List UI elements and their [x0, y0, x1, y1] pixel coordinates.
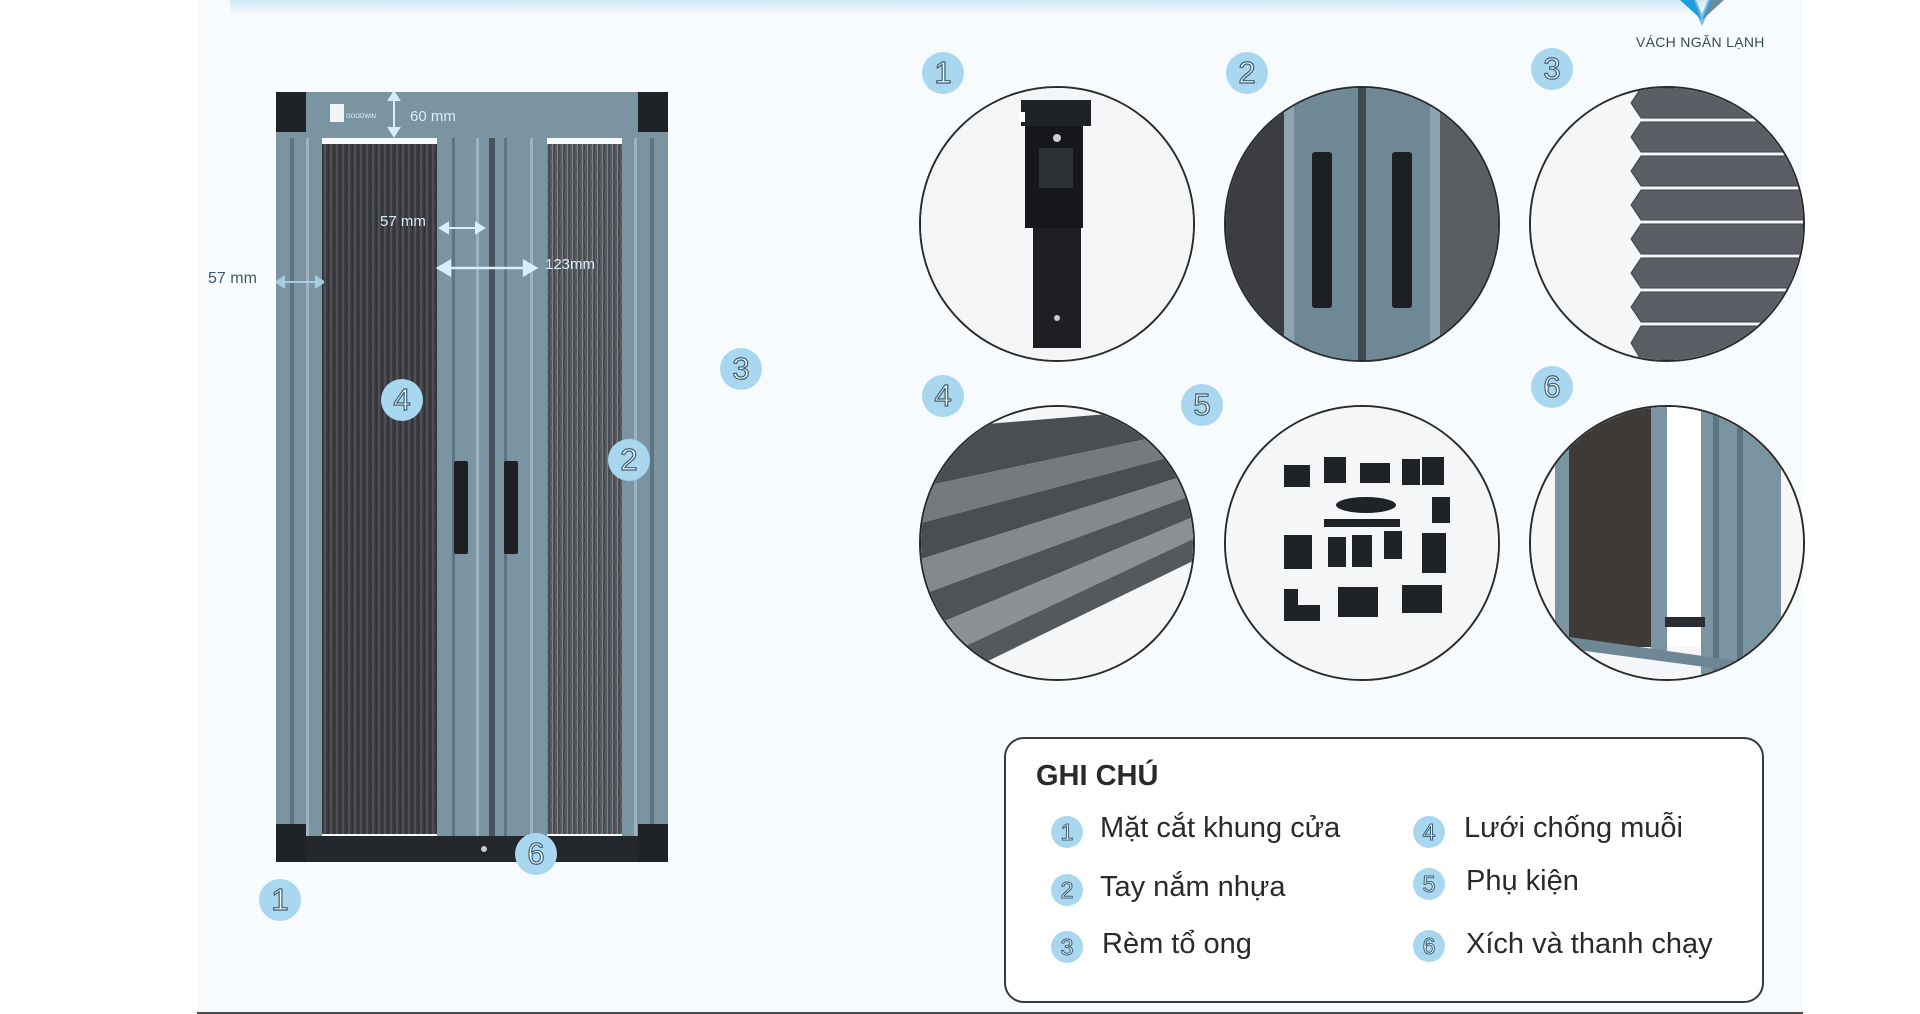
detail-chain-track	[1529, 405, 1805, 681]
frame-profile-icon	[921, 88, 1193, 360]
door-drawing: GOODWIN	[276, 92, 668, 862]
legend-marker-2: 2	[1051, 874, 1083, 906]
door-marker-4: 4	[381, 379, 423, 421]
dim-center-label: 123mm	[545, 256, 596, 273]
door-left-post	[276, 138, 322, 840]
legend-item-1: Mặt cắt khung cửa	[1100, 812, 1341, 844]
pleated-mesh-icon	[921, 407, 1193, 679]
door-center-mullion-right	[492, 138, 547, 840]
legend-marker-5: 5	[1413, 868, 1445, 900]
door-handle-right	[504, 461, 518, 554]
door-marker-2: 2	[608, 439, 650, 481]
dim-inner-arrow	[438, 221, 486, 235]
legend-item-5: Phụ kiện	[1466, 865, 1579, 897]
detail-marker-1: 1	[922, 52, 964, 94]
legend-marker-1: 1	[1051, 816, 1083, 848]
chain-track-icon	[1531, 407, 1803, 679]
legend-item-4: Lưới chống muỗi	[1464, 812, 1683, 844]
dim-center-arrow	[435, 258, 539, 278]
dim-inner-label: 57 mm	[380, 213, 426, 230]
plastic-handle-icon	[1226, 88, 1498, 360]
detail-honeycomb-curtain	[1529, 86, 1805, 362]
detail-marker-6: 6	[1531, 366, 1573, 408]
legend-marker-3: 3	[1051, 931, 1083, 963]
detail-accessories	[1224, 405, 1500, 681]
handle-bar-right	[1392, 152, 1412, 308]
door-handle-left	[454, 461, 468, 554]
detail-marker-5: 5	[1181, 384, 1223, 426]
brand-logo-icon	[1680, 0, 1724, 26]
brand-name: VÁCH NGĂN LẠNH	[1636, 34, 1765, 50]
dim-side-arrow	[276, 275, 324, 289]
legend-item-6: Xích và thanh chạy	[1466, 928, 1713, 960]
legend-item-3: Rèm tổ ong	[1102, 928, 1252, 960]
door-marker-3: 3	[720, 348, 762, 390]
door-marker-6: 6	[515, 833, 557, 875]
door-right-post	[622, 138, 668, 840]
honeycomb-curtain-icon	[1531, 88, 1803, 360]
door-marker-1: 1	[259, 879, 301, 921]
door-bottom-rail	[276, 836, 668, 862]
frame-brand-label: GOODWIN	[346, 114, 376, 120]
detail-plastic-handle	[1224, 86, 1500, 362]
legend-item-2: Tay nắm nhựa	[1100, 871, 1286, 903]
dim-top-arrow	[387, 92, 401, 138]
legend-title: GHI CHÚ	[1036, 760, 1159, 792]
dim-top-label: 60 mm	[410, 108, 456, 125]
detail-marker-2: 2	[1226, 52, 1268, 94]
detail-marker-3: 3	[1531, 48, 1573, 90]
bottom-divider	[197, 1012, 1803, 1014]
legend-panel	[1004, 737, 1764, 1003]
door-right-mesh	[547, 144, 622, 834]
detail-marker-4: 4	[922, 375, 964, 417]
legend-marker-4: 4	[1413, 816, 1445, 848]
legend-marker-6: 6	[1413, 930, 1445, 962]
door-left-mesh	[322, 144, 437, 834]
detail-pleated-mesh	[919, 405, 1195, 681]
dim-side-label: 57 mm	[208, 270, 257, 287]
handle-bar-left	[1312, 152, 1332, 308]
top-header-strip	[230, 0, 1710, 14]
accessories-icon	[1226, 407, 1498, 679]
detail-frame-profile	[919, 86, 1195, 362]
